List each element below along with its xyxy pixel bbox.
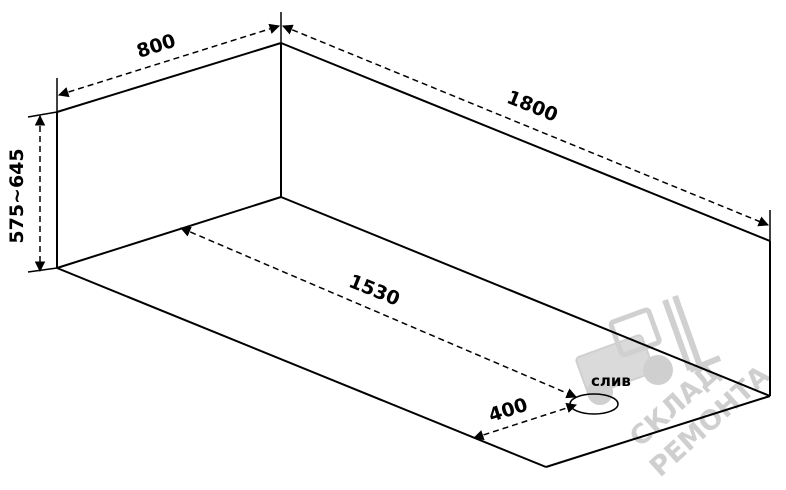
dimension-drain-offset-line <box>473 402 577 441</box>
bottom-right-edge <box>545 395 771 468</box>
drain: слив <box>569 372 631 415</box>
bottom-left-edge <box>56 196 282 269</box>
dimension-inner-length-label: 1530 <box>346 270 403 310</box>
dimension-height-label: 575~645 <box>6 148 28 243</box>
dimension-length-line <box>282 24 769 227</box>
dimension-width-label: 800 <box>134 30 178 63</box>
drain-label: слив <box>591 372 631 390</box>
dimension-labels: 800 1800 575~645 1530 400 <box>6 30 561 427</box>
dimension-inner-length-line <box>180 226 577 399</box>
bottom-back-edge <box>280 196 771 397</box>
drain-hole <box>569 393 619 415</box>
forklift-icon <box>575 294 722 405</box>
bottom-front-edge <box>56 267 547 468</box>
top-back-edge <box>280 42 771 242</box>
dimension-lines <box>34 23 769 441</box>
dimension-width-line <box>57 23 281 98</box>
dimension-length-label: 1800 <box>504 86 561 126</box>
